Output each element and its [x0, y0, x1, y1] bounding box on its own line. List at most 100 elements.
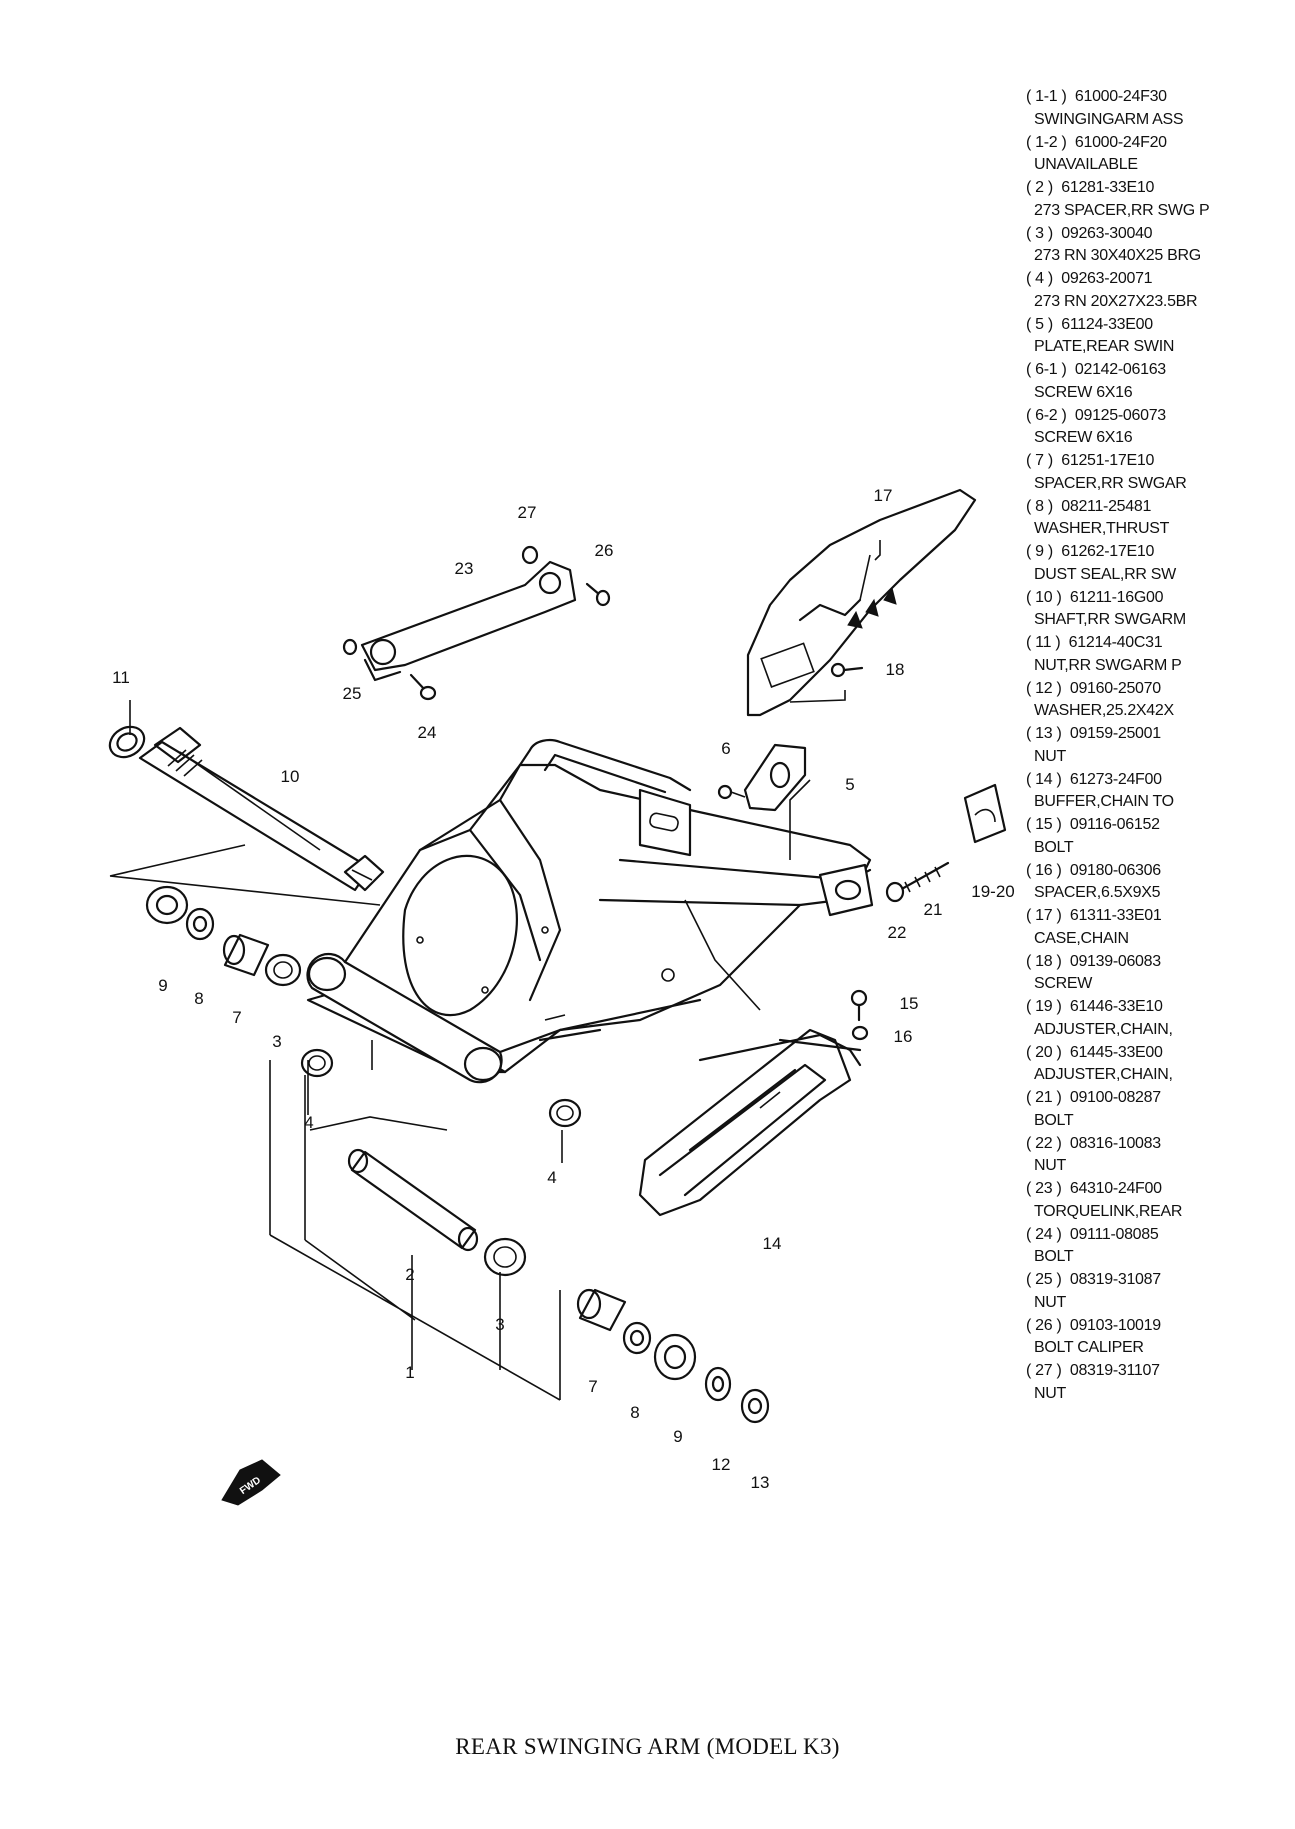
swingarm-body: [306, 739, 874, 1084]
part-description: BUFFER,CHAIN TO: [1034, 793, 1174, 811]
part-description: WASHER,THRUST: [1034, 520, 1170, 538]
parts-list-entry: ( 9 ) 61262-17E10: [1026, 541, 1291, 564]
part-number: 61214-40C31: [1068, 634, 1163, 651]
callout-27: 27: [518, 503, 537, 522]
part-description: PLATE,REAR SWIN: [1034, 338, 1175, 356]
callout-4: 4: [304, 1113, 313, 1132]
callout-8: 8: [194, 989, 203, 1008]
part-description: BOLT CALIPER: [1034, 1339, 1144, 1357]
part-description: ADJUSTER,CHAIN,: [1034, 1066, 1173, 1084]
callout-25: 25: [343, 684, 362, 703]
parts-list-entry: ( 25 ) 08319-31087: [1026, 1269, 1291, 1292]
part-ref: ( 6-1 ): [1026, 361, 1067, 378]
part-ref: ( 8 ): [1026, 497, 1053, 515]
callout-26: 26: [595, 541, 614, 560]
part-ref: ( 11 ): [1026, 634, 1061, 651]
parts-list-entry: ( 6-2 ) 09125-06073: [1026, 405, 1291, 428]
part-description: SPACER,RR SWGAR: [1034, 474, 1187, 492]
part-ref: ( 2 ): [1026, 179, 1053, 196]
callout-1: 1: [405, 1363, 414, 1382]
leader-lines: [109, 540, 881, 1401]
callout-22: 22: [888, 923, 907, 942]
callout-24: 24: [418, 723, 437, 742]
parts-list-entry: ( 18 ) 09139-06083: [1026, 951, 1291, 974]
callout-3: 3: [272, 1032, 281, 1051]
callout-10: 10: [281, 767, 300, 786]
part-description: BOLT: [1034, 838, 1074, 856]
part-ref: ( 20 ): [1026, 1043, 1062, 1061]
parts-list-entry: ( 19 ) 61446-33E10: [1026, 996, 1291, 1019]
chain-buffer: [638, 1028, 862, 1217]
part-ref: ( 14 ): [1026, 770, 1062, 788]
part-number: 61251-17E10: [1061, 452, 1155, 469]
part-ref: ( 15 ): [1026, 816, 1062, 833]
parts-list-entry: ( 26 ) 09103-10019: [1026, 1315, 1291, 1338]
callout-14: 14: [763, 1234, 782, 1253]
part-ref: ( 3 ): [1026, 224, 1053, 242]
part-description: NUT,RR SWGARM P: [1034, 656, 1182, 674]
part-ref: ( 18 ): [1026, 952, 1062, 970]
callout-16: 16: [894, 1027, 913, 1046]
part-description: TORQUELINK,REAR: [1034, 1202, 1183, 1220]
parts-list-entry: ( 17 ) 61311-33E01: [1026, 905, 1291, 928]
page-caption: REAR SWINGING ARM (MODEL K3): [455, 1734, 840, 1759]
callout-labels: 1 2 3 3 4 4 5 6 7 7 8 8 9 9 10 11 12 13 …: [112, 486, 1015, 1497]
part-ref: ( 19 ): [1026, 998, 1062, 1015]
part-number: 08319-31107: [1069, 1362, 1160, 1379]
small-parts: [108, 545, 1007, 1506]
part-description: NUT: [1034, 1293, 1066, 1311]
callout-17: 17: [874, 486, 893, 505]
part-ref: ( 13 ): [1026, 725, 1062, 742]
callout-4: 4: [547, 1168, 556, 1187]
callout-6: 6: [721, 739, 730, 758]
parts-list-entry: ( 12 ) 09160-25070: [1026, 678, 1291, 701]
callout-5: 5: [845, 775, 854, 794]
callout-19-20: 19-20: [971, 882, 1014, 901]
part-description: 273 RN 30X40X25 BRG: [1034, 247, 1201, 265]
part-number: 61281-33E10: [1061, 179, 1155, 196]
part-number: 64310-24F00: [1069, 1180, 1162, 1197]
parts-list-entry: ( 23 ) 64310-24F00: [1026, 1178, 1291, 1201]
part-description: NUT: [1034, 1157, 1066, 1175]
part-number: 09139-06083: [1069, 952, 1161, 970]
part-number: 09263-30040: [1061, 224, 1153, 242]
parts-list-entry: ( 21 ) 09100-08287: [1026, 1087, 1291, 1110]
part-ref: ( 25 ): [1026, 1271, 1062, 1288]
callout-23: 23: [455, 559, 474, 578]
parts-list-entry: ( 8 ) 08211-25481: [1026, 496, 1291, 519]
part-ref: ( 6-2 ): [1026, 406, 1067, 424]
part-number: 09180-06306: [1069, 861, 1161, 879]
part-ref: ( 4 ): [1026, 270, 1053, 287]
parts-list-entry: ( 20 ) 61445-33E00: [1026, 1042, 1291, 1065]
part-description: 273 RN 20X27X23.5BR: [1034, 292, 1198, 310]
part-number: 61262-17E10: [1061, 543, 1155, 560]
callout-2: 2: [405, 1265, 414, 1284]
part-description: NUT: [1034, 1384, 1066, 1402]
part-ref: ( 27 ): [1026, 1362, 1062, 1379]
parts-list-entry: ( 14 ) 61273-24F00: [1026, 769, 1291, 792]
callout-9: 9: [158, 976, 167, 995]
part-number: 08211-25481: [1061, 497, 1152, 515]
part-number: 09263-20071: [1061, 270, 1153, 287]
part-number: 08316-10083: [1069, 1134, 1161, 1152]
part-description: BOLT: [1034, 1111, 1074, 1129]
part-number: 61000-24F20: [1074, 133, 1167, 151]
callout-3: 3: [495, 1315, 504, 1334]
part-ref: ( 17 ): [1026, 907, 1062, 924]
part-description: SHAFT,RR SWGARM: [1034, 611, 1186, 629]
parts-list-entry: ( 15 ) 09116-06152: [1026, 814, 1291, 837]
parts-list-entry: ( 24 ) 09111-08085: [1026, 1224, 1291, 1247]
part-number: 61000-24F30: [1074, 88, 1167, 105]
part-description: SCREW 6X16: [1034, 429, 1133, 447]
part-description: NUT: [1034, 747, 1066, 765]
part-ref: ( 24 ): [1026, 1225, 1062, 1243]
part-number: 09160-25070: [1069, 679, 1161, 697]
part-description: SPACER,6.5X9X5: [1034, 884, 1161, 902]
part-ref: ( 5 ): [1026, 315, 1053, 333]
part-number: 08319-31087: [1069, 1271, 1161, 1288]
part-description: BOLT: [1034, 1248, 1074, 1266]
part-number: 02142-06163: [1074, 361, 1166, 378]
parts-list-entry: ( 10 ) 61211-16G00: [1026, 587, 1291, 610]
